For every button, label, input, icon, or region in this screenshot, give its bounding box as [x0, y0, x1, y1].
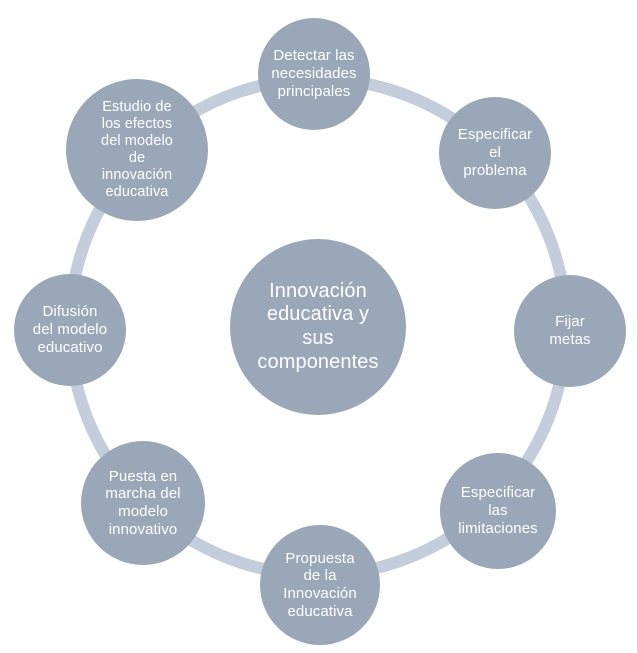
step-label-detectar-necesidades: Detectar las necesidades principales	[271, 47, 357, 100]
step-label-difusion-modelo: Difusión del modelo educativo	[32, 303, 108, 356]
step-node-estudio-efectos[interactable]: Estudio de los efectos del modelo de inn…	[66, 79, 208, 221]
step-node-puesta-en-marcha[interactable]: Puesta en marcha del modelo innovativo	[81, 441, 205, 565]
step-node-propuesta-innovacion[interactable]: Propuesta de la Innovación educativa	[260, 525, 380, 645]
step-label-fijar-metas: Fijar metas	[549, 313, 591, 348]
step-label-especificar-problema: Especificar el problema	[457, 126, 533, 179]
step-node-difusion-modelo[interactable]: Difusión del modelo educativo	[14, 274, 126, 386]
step-node-especificar-limitaciones[interactable]: Especificar las limitaciones	[440, 453, 556, 569]
step-node-fijar-metas[interactable]: Fijar metas	[514, 275, 626, 387]
center-hub[interactable]: Innovación educativa y sus componentes	[230, 239, 406, 415]
step-label-propuesta-innovacion: Propuesta de la Innovación educativa	[283, 549, 357, 620]
step-node-especificar-problema[interactable]: Especificar el problema	[439, 97, 551, 209]
step-node-detectar-necesidades[interactable]: Detectar las necesidades principales	[258, 18, 370, 130]
step-label-especificar-limitaciones: Especificar las limitaciones	[458, 484, 538, 537]
step-label-puesta-en-marcha: Puesta en marcha del modelo innovativo	[105, 467, 181, 538]
center-hub-label: Innovación educativa y sus componentes	[257, 279, 379, 373]
step-label-estudio-efectos: Estudio de los efectos del modelo de inn…	[101, 98, 173, 201]
